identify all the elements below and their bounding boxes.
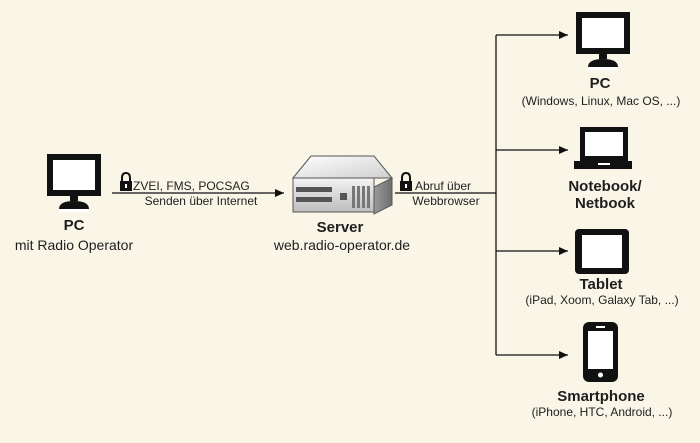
link-right-line2: Webbrowser	[412, 194, 480, 208]
server-title: Server	[316, 219, 364, 236]
monitor-icon	[576, 12, 630, 70]
connections	[112, 31, 568, 359]
laptop-icon	[574, 127, 632, 169]
device-smartphone-title: Smartphone	[557, 388, 645, 405]
smartphone-icon	[583, 322, 618, 382]
lock-icon	[120, 171, 132, 191]
device-pc-subtitle: (Windows, Linux, Mac OS, ...)	[521, 94, 681, 108]
device-notebook-title: Notebook/	[568, 178, 642, 195]
link-right-line1: Abruf über	[415, 179, 472, 193]
tablet-icon	[575, 229, 629, 274]
device-pc-title: PC	[589, 75, 611, 92]
monitor-icon	[47, 154, 101, 212]
link-left-line1: ZVEI, FMS, POCSAG	[133, 179, 250, 193]
server-icon	[291, 155, 394, 215]
server-subtitle: web.radio-operator.de	[273, 237, 411, 253]
source-pc-title: PC	[63, 217, 85, 234]
source-pc-subtitle: mit Radio Operator	[14, 237, 134, 253]
device-notebook-title2: Netbook	[575, 195, 635, 212]
device-tablet-subtitle: (iPad, Xoom, Galaxy Tab, ...)	[525, 293, 679, 307]
device-smartphone-subtitle: (iPhone, HTC, Android, ...)	[531, 405, 673, 419]
lock-icon	[400, 171, 412, 191]
link-left-line2: Senden über Internet	[144, 194, 258, 208]
device-tablet-title: Tablet	[579, 276, 623, 293]
